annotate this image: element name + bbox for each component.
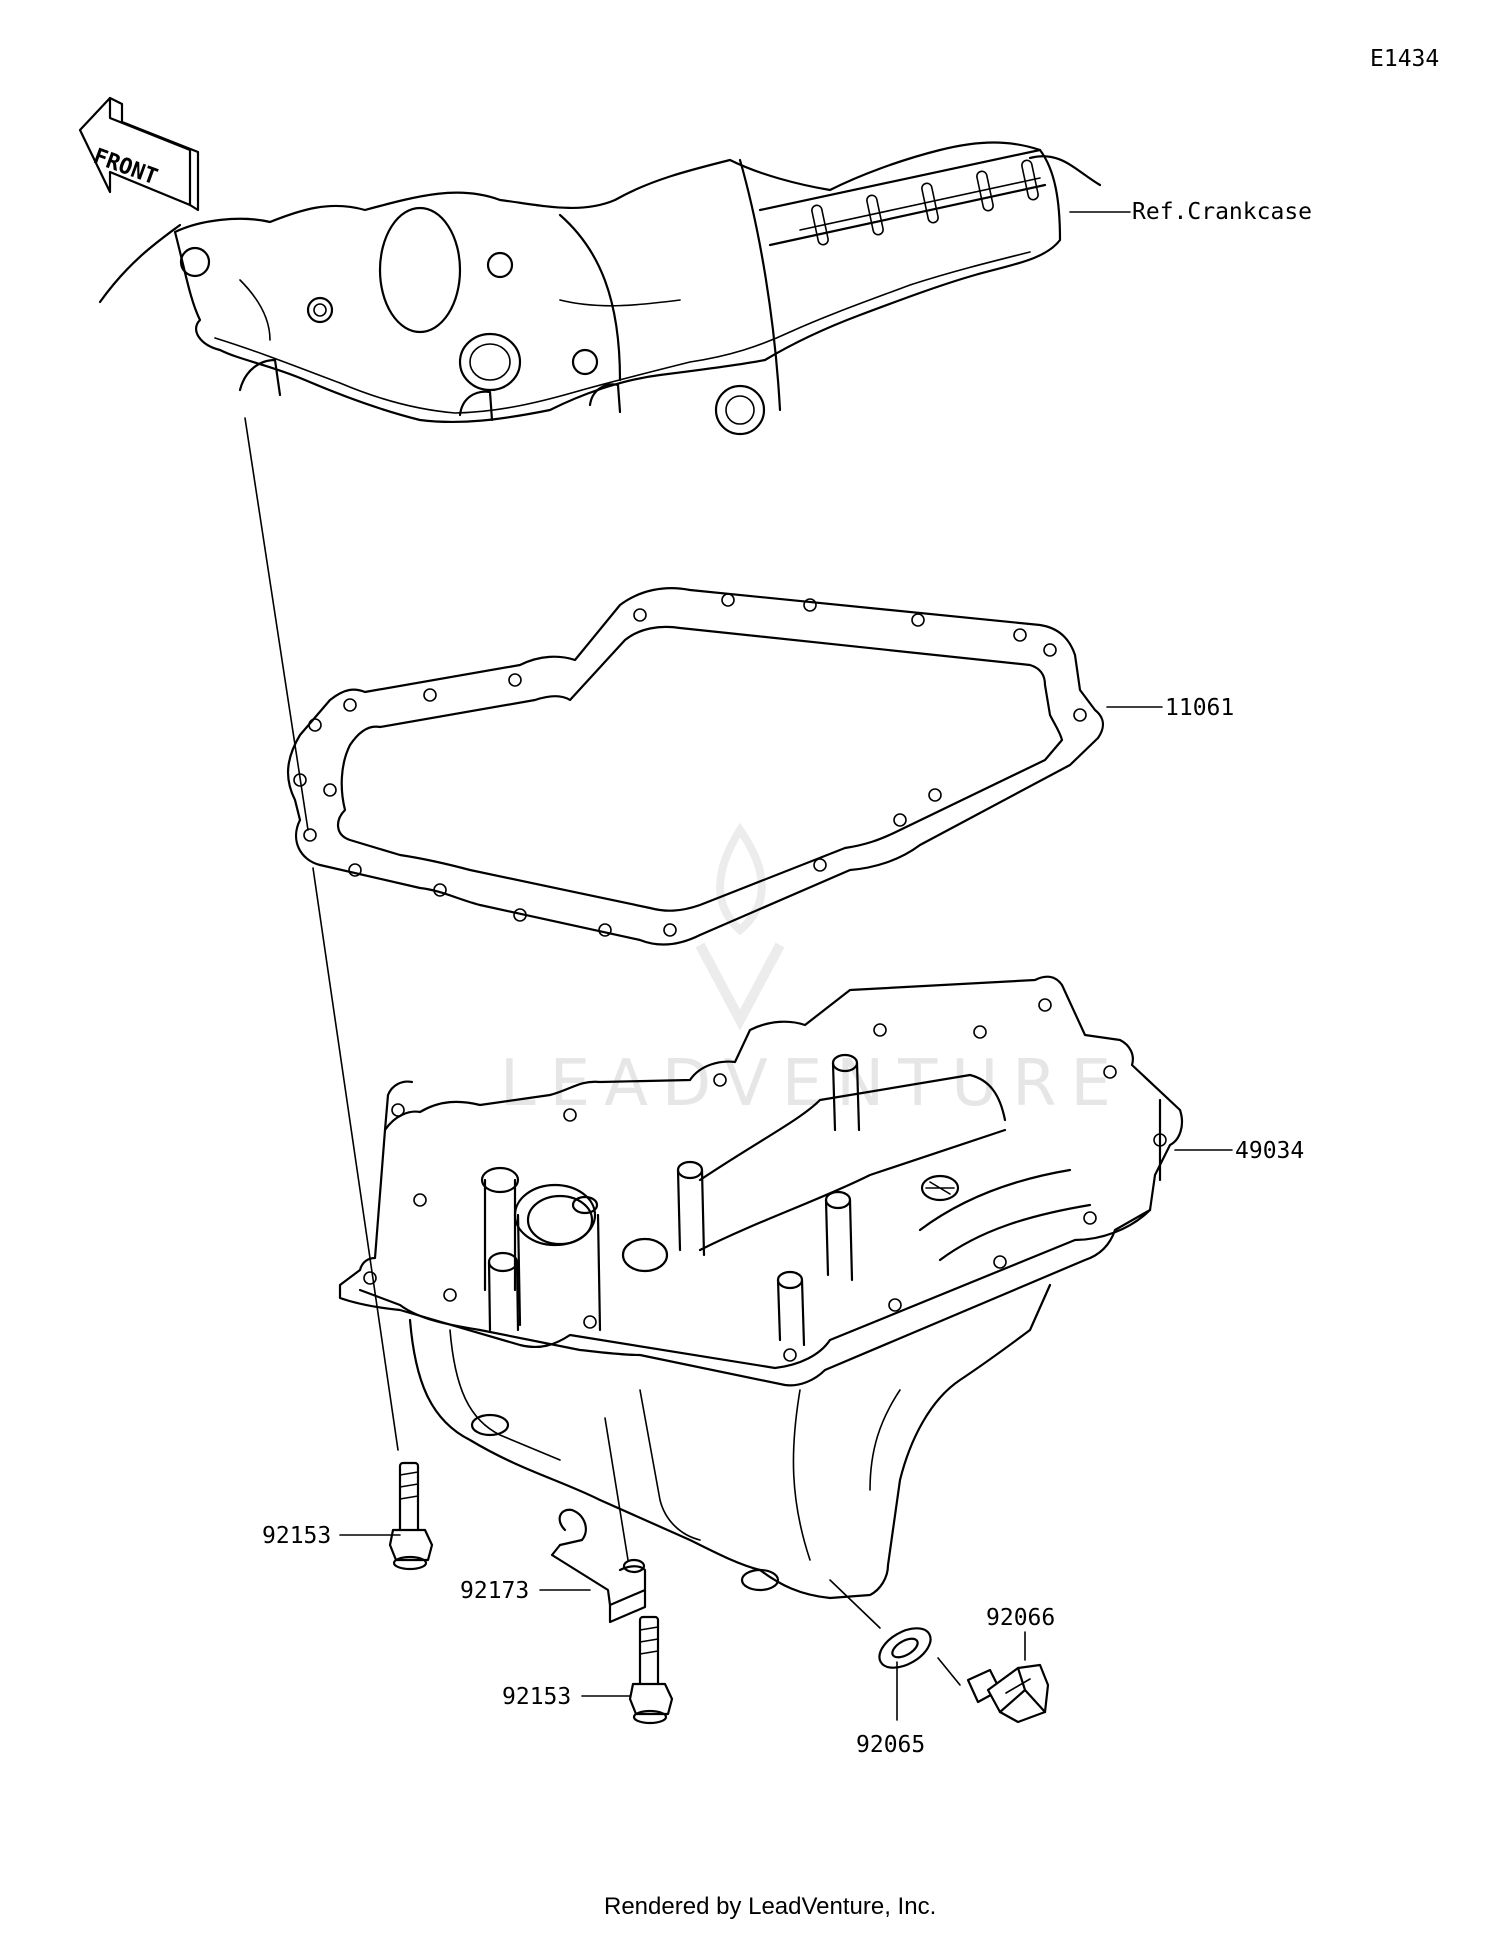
callout-crankcase[interactable]: Ref.Crankcase [1132, 199, 1312, 225]
bracket-part [550, 1508, 647, 1624]
drain-plug-part [966, 1663, 1050, 1724]
crankcase [98, 141, 1102, 436]
watermark-text: LEADVENTURE [500, 1047, 1125, 1121]
callout-bolt-upper[interactable]: 92153 [262, 1523, 331, 1549]
washer-part [878, 1627, 932, 1669]
oil-pan-gasket [286, 587, 1104, 946]
callout-oil-pan[interactable]: 49034 [1235, 1138, 1304, 1164]
callout-gasket[interactable]: 11061 [1165, 695, 1234, 721]
callout-drain-plug[interactable]: 92066 [986, 1605, 1055, 1631]
bolt-lower-part [628, 1615, 674, 1725]
footer-credit: Rendered by LeadVenture, Inc. [604, 1893, 936, 1920]
assembly-guide-line [244, 417, 629, 1561]
watermark: LEADVENTURE [500, 822, 1125, 1121]
leader-lines [339, 211, 1233, 1721]
diagram-code: E1434 [1370, 46, 1439, 72]
oil-pan [338, 975, 1184, 1600]
front-arrow-icon: FRONT [78, 96, 200, 212]
bolt-upper-part [388, 1461, 434, 1571]
callout-washer[interactable]: 92065 [856, 1732, 925, 1758]
callout-bracket[interactable]: 92173 [460, 1578, 529, 1604]
callout-bolt-lower[interactable]: 92153 [502, 1684, 571, 1710]
